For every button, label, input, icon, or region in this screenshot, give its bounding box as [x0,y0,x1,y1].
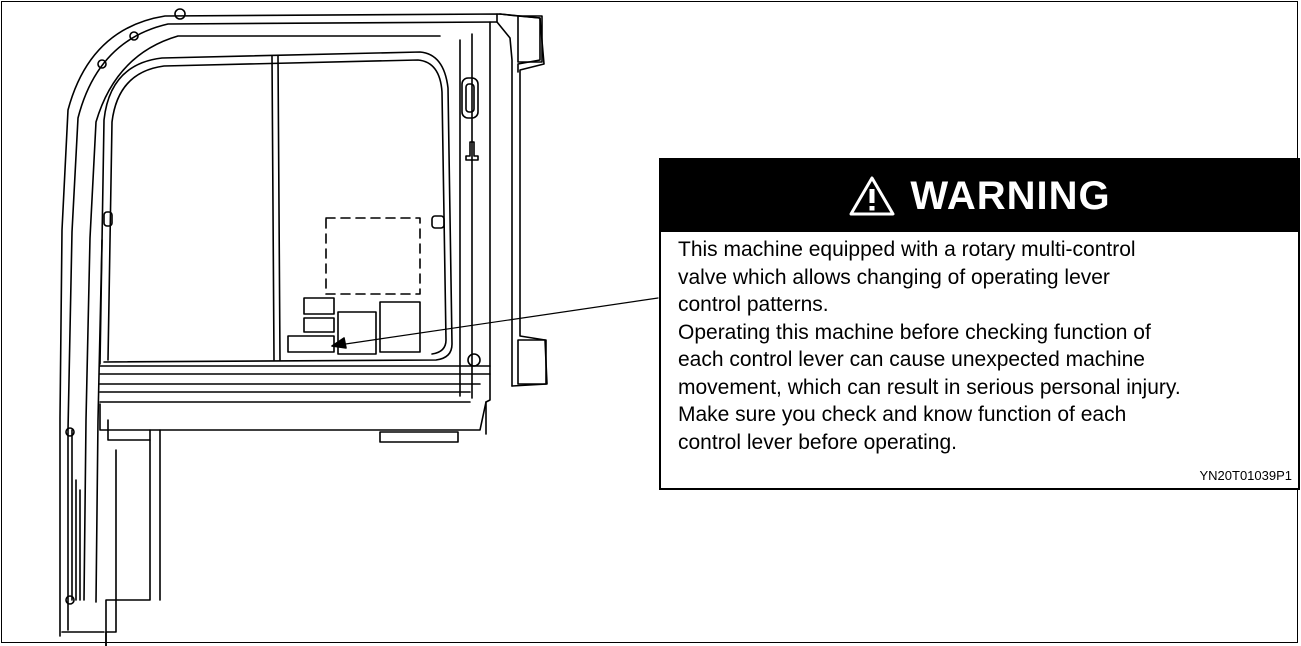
warning-body: This machine equipped with a rotary mult… [678,236,1290,456]
grab-bolt [129,31,139,41]
warning-line: movement, which can result in serious pe… [678,375,1181,399]
control-box [303,317,335,333]
cab-base-2 [107,419,151,441]
warning-label: WARNING This machine equipped with a rot… [659,158,1300,490]
window-latch [431,215,445,229]
control-box [337,311,377,355]
label-code: YN20T01039P1 [1199,468,1292,483]
pillar-cap [517,15,543,63]
cab-rear-pillar-3 [485,21,491,435]
door-handle [461,77,479,119]
cab-base-3 [149,401,487,431]
cab-base [99,403,151,646]
warning-line: This machine equipped with a rotary mult… [678,238,1136,261]
grab-bolt [467,353,481,367]
grab-bolt [174,8,186,20]
warning-line: Operating this machine before checking f… [678,320,1151,344]
control-box [303,297,335,315]
leader-arrowhead [331,337,347,349]
grab-bolt [65,595,75,605]
cab-outer-frame-inner [67,21,498,631]
control-box [379,301,421,353]
warning-line: control patterns. [678,293,829,316]
warning-triangle-icon [849,176,895,216]
grab-bolt [65,427,75,437]
cab-rear-pillar-2 [499,13,541,73]
side-window [99,51,453,365]
window-divider-2 [277,55,281,361]
mirror-bracket [465,141,479,161]
leader-line [331,297,659,347]
door-handle-inner [465,83,475,113]
warning-line: valve which allows changing of operating… [678,265,1110,289]
warning-header: WARNING [661,160,1298,232]
window-latch [103,211,113,227]
warning-line: Make sure you check and know function of… [678,403,1127,426]
warning-line: control lever before operating. [678,430,957,454]
grab-bolt [97,59,107,69]
side-window-inner [107,59,447,361]
cab-outer-frame [59,13,548,637]
cab-base-5 [105,449,117,646]
warning-title: WARNING [910,173,1111,218]
dashed-panel [325,217,421,295]
window-divider [271,55,275,361]
control-box [287,335,335,353]
pillar-block [517,339,547,385]
front-glass-edge [83,35,441,601]
cab-base-block [379,431,459,443]
warning-line: each control lever can cause unexpected … [678,348,1145,371]
cab-rear-pillar [496,13,513,387]
